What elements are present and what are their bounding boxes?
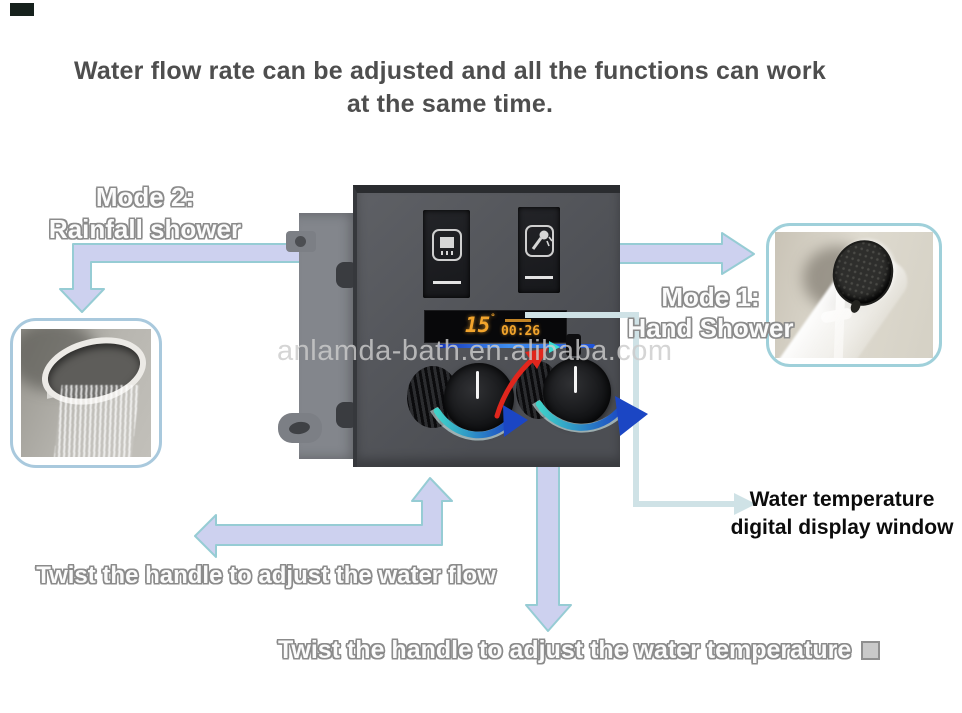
display-shower-time: 00:26 (501, 324, 541, 339)
mode1-line1: Mode 1: (661, 282, 760, 312)
rainfall-photo (21, 329, 151, 457)
title-line2: at the same time. (346, 90, 554, 118)
button-indicator-line (432, 281, 461, 284)
mode2-label: Mode 2: Rainfall shower (15, 181, 275, 245)
box-clip-top (336, 262, 358, 288)
hand-shower-mode-button[interactable] (518, 207, 560, 293)
screw-hole (295, 236, 306, 247)
page-title: Water flow rate can be adjusted and all … (0, 55, 900, 121)
mode2-line1: Mode 2: (95, 182, 195, 212)
twist-flow-double-arrow (194, 477, 453, 558)
rainfall-mode-button[interactable] (423, 210, 470, 298)
knob-indicator (574, 366, 577, 393)
watertemp-callout-arrowhead (734, 493, 756, 515)
watermark-text: anlamda-bath.en.alibaba.com (277, 335, 673, 367)
display-temperature: 15° (465, 313, 496, 337)
title-line1: Water flow rate can be adjusted and all … (74, 57, 826, 85)
rain-shower-icon (432, 229, 462, 261)
twist-temp-text: Twist the handle to adjust the water tem… (278, 636, 852, 664)
watertemp-label: Water temperature digital display window (722, 486, 962, 542)
display-mini-label (505, 319, 531, 322)
mounting-tab (286, 231, 316, 252)
red-pointer-arrow (494, 355, 537, 419)
twist-temp-down-arrow (525, 455, 572, 632)
hand-shower-icon (525, 225, 554, 257)
right-rotation-arrow (535, 400, 626, 431)
red-pointer-arrowhead (525, 348, 548, 369)
mounting-ear (278, 413, 322, 443)
left-rotation-arrowhead (503, 405, 528, 437)
mode2-line2: Rainfall shower (48, 214, 242, 244)
watertemp-line2: digital display window (730, 516, 954, 539)
watertemp-line1: Water temperature (749, 488, 935, 511)
corner-mark (10, 3, 34, 16)
left-rotation-arrow (433, 407, 516, 439)
square-marker (861, 641, 881, 660)
mode2-elbow-arrow (59, 243, 311, 313)
degree-symbol: ° (490, 313, 496, 323)
mode1-right-arrow (611, 232, 755, 275)
display-blue-bar (438, 344, 595, 348)
mode1-line2: Hand Shower (627, 313, 794, 343)
hand-shower-photo (775, 232, 933, 358)
side-switch[interactable] (566, 334, 581, 356)
water-temperature-knob[interactable] (543, 358, 611, 426)
knob-indicator (476, 371, 479, 399)
display-play-icon (549, 341, 560, 353)
mode1-label: Mode 1: Hand Shower (598, 282, 823, 344)
twist-flow-label: Twist the handle to adjust the water flo… (36, 562, 496, 589)
hand-shower-photo-card (766, 223, 942, 367)
right-rotation-arrowhead (615, 396, 648, 436)
box-clip-bottom (336, 402, 358, 428)
button-indicator-line (525, 276, 553, 279)
rainfall-shower-photo-card (10, 318, 162, 468)
twist-temp-label: Twist the handle to adjust the water tem… (278, 636, 881, 665)
